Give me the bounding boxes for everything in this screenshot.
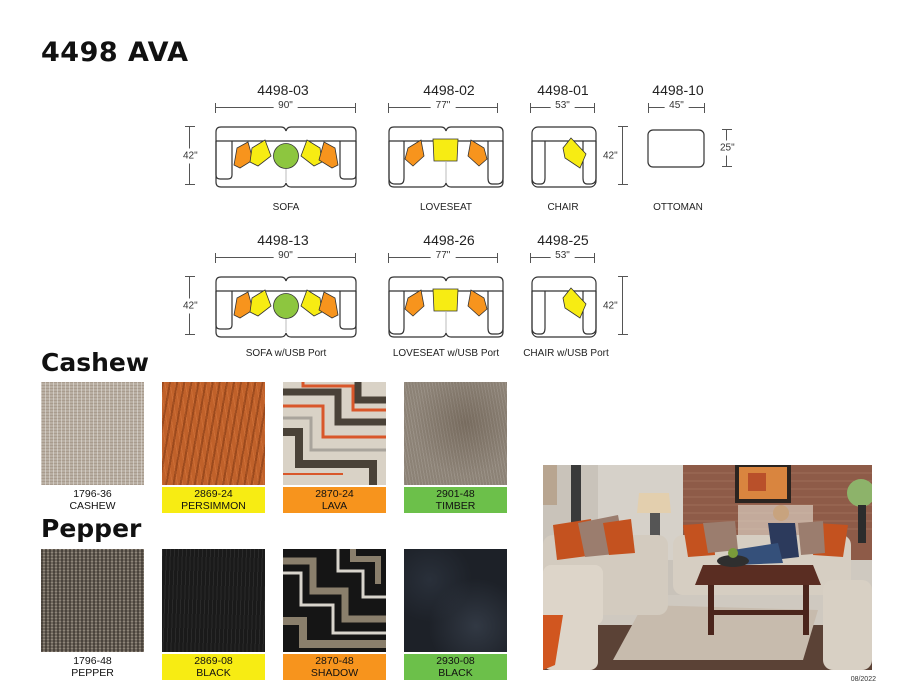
- swatch-persimmon: 2869-24 PERSIMMON: [162, 382, 265, 513]
- width-dimension: 45": [648, 100, 705, 113]
- fabric-swatch-image: [162, 549, 265, 652]
- swatch-label: 2870-48 SHADOW: [283, 654, 386, 680]
- fabric-swatch-image: [41, 549, 144, 652]
- swatch-label: 1796-36 CASHEW: [41, 487, 144, 513]
- piece-sku: 4498-26: [423, 232, 475, 248]
- depth-dimension: 42": [183, 276, 198, 335]
- loveseat-diagram: [388, 126, 504, 188]
- swatch-label: 2869-24 PERSIMMON: [162, 487, 265, 513]
- fabric-swatch-image: [41, 382, 144, 485]
- swatch-cashew: 1796-36 CASHEW: [41, 382, 144, 513]
- piece-sku: 4498-10: [652, 82, 704, 98]
- swatch-label: 2870-24 LAVA: [283, 487, 386, 513]
- fabric-swatch-image: [404, 549, 507, 652]
- swatch-black: 2869-08 BLACK: [162, 549, 265, 680]
- swatch-label: 1796-48 PEPPER: [41, 654, 144, 680]
- collection-title-cashew: Cashew: [41, 348, 149, 377]
- swatch-label: 2901-48 TIMBER: [404, 487, 507, 513]
- width-dimension: 77": [388, 250, 498, 263]
- piece-chair: 4498-01 53" 42" CHAIR: [530, 80, 640, 220]
- piece-caption: SOFA w/USB Port: [245, 348, 327, 359]
- swatch-black-2: 2930-08 BLACK: [404, 549, 507, 680]
- piece-caption: SOFA: [272, 202, 300, 213]
- depth-dimension: 42": [603, 276, 628, 335]
- piece-sku: 4498-02: [423, 82, 475, 98]
- depth-dimension: 42": [183, 126, 198, 185]
- page-title: 4498 AVA: [41, 37, 189, 68]
- ottoman-diagram: [647, 129, 705, 168]
- piece-caption: CHAIR w/USB Port: [523, 348, 609, 359]
- piece-caption: OTTOMAN: [653, 202, 703, 213]
- piece-sku: 4498-25: [537, 232, 589, 248]
- swatch-lava: 2870-24 LAVA: [283, 382, 386, 513]
- sofa-diagram: [215, 276, 357, 338]
- swatch-timber: 2901-48 TIMBER: [404, 382, 507, 513]
- collection-title-pepper: Pepper: [41, 514, 142, 543]
- piece-loveseat: 4498-02 77" LOVESEAT: [388, 80, 510, 220]
- piece-caption: LOVESEAT w/USB Port: [392, 348, 500, 359]
- piece-ottoman: 4498-10 45" 25" OTTOMAN: [640, 80, 750, 220]
- swatch-pepper: 1796-48 PEPPER: [41, 549, 144, 680]
- piece-sofa: 4498-03 90" 42" SOFA: [183, 80, 363, 220]
- chair-diagram: [531, 276, 597, 338]
- piece-sku: 4498-01: [537, 82, 589, 98]
- depth-dimension: 42": [603, 126, 628, 185]
- ottoman-depth-dimension: 25": [720, 129, 735, 167]
- piece-caption: LOVESEAT: [419, 202, 473, 213]
- swatch-shadow: 2870-48 SHADOW: [283, 549, 386, 680]
- fabric-swatch-image: [404, 382, 507, 485]
- fabric-swatch-image: [283, 382, 386, 485]
- fabric-swatch-image: [162, 382, 265, 485]
- sofa-diagram: [215, 126, 357, 188]
- piece-sku: 4498-13: [257, 232, 309, 248]
- width-dimension: 90": [215, 100, 356, 113]
- piece-loveseat-usb: 4498-26 77" LOVESEAT w/USB Port: [388, 230, 510, 370]
- revision-date: 08/2022: [850, 676, 876, 683]
- width-dimension: 77": [388, 100, 498, 113]
- piece-caption: CHAIR: [547, 202, 579, 213]
- width-dimension: 90": [215, 250, 356, 263]
- room-scene-photo: [543, 465, 872, 670]
- loveseat-diagram: [388, 276, 504, 338]
- piece-sofa-usb: 4498-13 90" 42" SOFA w/USB Port: [183, 230, 363, 370]
- fabric-swatch-image: [283, 549, 386, 652]
- chair-diagram: [531, 126, 597, 188]
- piece-chair-usb: 4498-25 53" 42" CHAIR w/USB Port: [523, 230, 640, 370]
- width-dimension: 53": [530, 250, 595, 263]
- width-dimension: 53": [530, 100, 595, 113]
- swatch-label: 2930-08 BLACK: [404, 654, 507, 680]
- swatch-label: 2869-08 BLACK: [162, 654, 265, 680]
- piece-sku: 4498-03: [257, 82, 309, 98]
